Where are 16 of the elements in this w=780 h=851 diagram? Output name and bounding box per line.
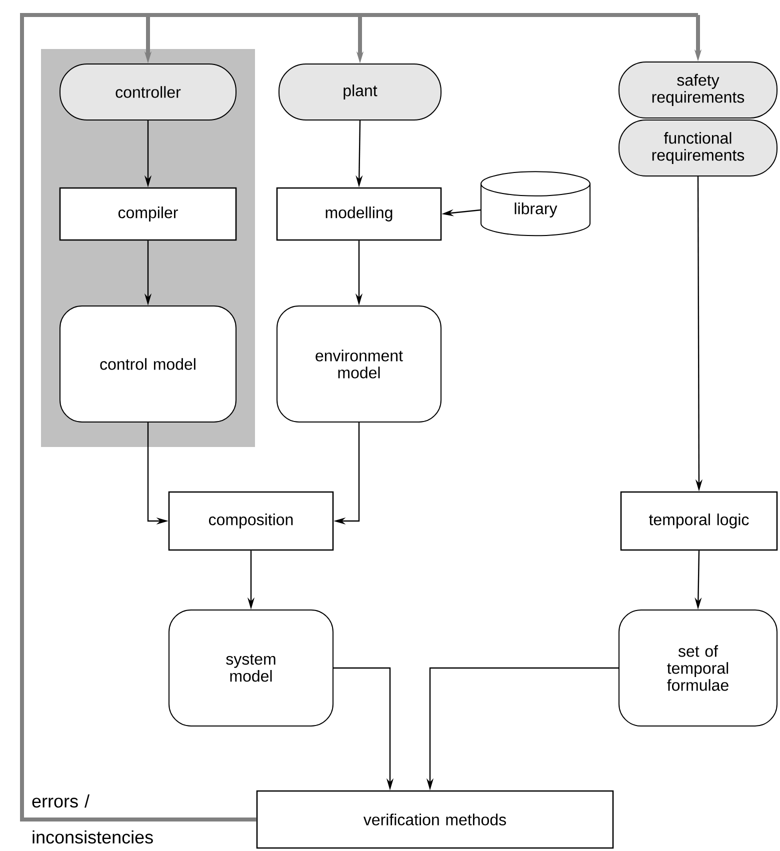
process-box: modelling (276, 187, 442, 241)
input-box: controller (60, 64, 236, 120)
feedback-line (20, 13, 698, 822)
input-box: safety requirements (618, 62, 778, 118)
model-box: control model (60, 306, 236, 422)
process-box: compiler (59, 187, 237, 241)
input-box: plant (278, 64, 442, 120)
model-box: environment model (276, 306, 442, 422)
database-cylinder: library (480, 171, 590, 236)
model-box: set of temporal formulae (618, 610, 778, 726)
edge-label: errors / inconsistencies (32, 794, 153, 844)
process-box: temporal logic (620, 491, 778, 551)
process-box: composition (168, 491, 334, 551)
model-box: system model (168, 610, 334, 726)
process-box: verification methods (256, 790, 614, 849)
input-box: functional requirements (618, 120, 778, 176)
